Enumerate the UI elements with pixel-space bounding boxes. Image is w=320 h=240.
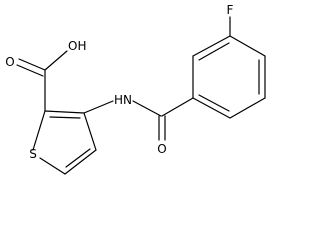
bond-c2-c3-inner — [49, 116, 81, 119]
carboxyl-oxygen-label: O — [5, 55, 14, 69]
bond-c-oh — [44, 50, 68, 71]
bond-c-o-double-2 — [16, 64, 44, 77]
bond-c-o-double-1 — [18, 58, 46, 71]
bond-s-c2 — [32, 110, 46, 151]
bond-ring-5 — [229, 97, 266, 119]
bond-ring-3 — [229, 35, 266, 57]
fluorine-label: F — [227, 3, 234, 17]
bond-c2-c3 — [44, 110, 85, 114]
fluorophenyl-ring — [192, 16, 266, 119]
bond-ring-6 — [192, 97, 231, 119]
bond-c-amide-ring — [161, 97, 194, 117]
thiophene-ring — [32, 110, 97, 175]
bond-c4-c5 — [64, 149, 97, 175]
bond-ring-inner-3 — [198, 94, 230, 112]
bond-c3-n — [83, 100, 114, 114]
bond-c3-c4 — [83, 112, 97, 151]
bond-ring-inner-1 — [198, 42, 230, 61]
molecular-structure: F OH O HN O S — [5, 3, 266, 175]
bond-n-c-amide — [132, 100, 162, 117]
bond-ring-2 — [192, 35, 231, 57]
amide-linkage — [83, 97, 194, 141]
amide-nh-label: HN — [114, 93, 132, 107]
carboxylic-acid-group — [16, 50, 68, 112]
hydroxyl-label: OH — [68, 39, 86, 53]
sulfur-label: S — [29, 147, 37, 161]
bond-c4-c5-inner — [65, 148, 91, 168]
bond-c5-s — [39, 157, 66, 175]
amide-oxygen-label: O — [157, 142, 166, 156]
